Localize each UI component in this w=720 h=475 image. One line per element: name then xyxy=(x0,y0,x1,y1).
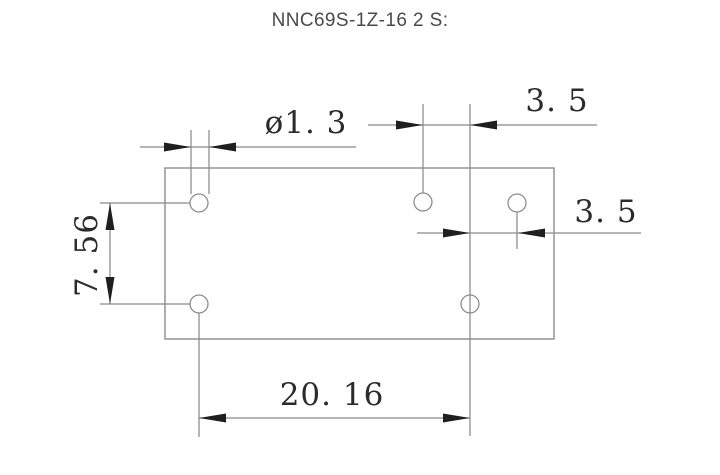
arrowhead-left-icon xyxy=(470,120,497,130)
dim-label-row-spacing: 7. 56 xyxy=(69,213,105,297)
arrowhead-right-icon xyxy=(164,142,191,152)
pin-holes xyxy=(189,192,527,314)
arrowhead-up-icon xyxy=(105,203,115,230)
pin-hole-top-left xyxy=(189,193,209,213)
pin-hole-bottom-left xyxy=(189,294,209,314)
pin-hole-top-right xyxy=(507,193,527,213)
pin-hole-top-middle xyxy=(413,192,433,212)
dim-label-span-bottom: 20. 16 xyxy=(280,377,385,413)
package-outline xyxy=(164,167,555,340)
arrowhead-right-icon xyxy=(443,228,470,238)
arrowhead-left-icon xyxy=(199,413,226,423)
dim-label-pitch-right: 3. 5 xyxy=(574,194,637,230)
arrowhead-right-icon xyxy=(443,413,470,423)
arrowhead-right-icon xyxy=(396,120,423,130)
dim-pitch-top: 3. 5 xyxy=(368,83,597,436)
dim-pitch-right: 3. 5 xyxy=(417,194,641,249)
dim-span-bottom: 20. 16 xyxy=(198,313,470,437)
dim-row-spacing: 7. 56 xyxy=(69,202,190,305)
dim-label-hole-diameter: ø1. 3 xyxy=(265,105,348,141)
drawing-title: NNC69S-1Z-16 2 S: xyxy=(271,10,449,31)
arrowhead-left-icon xyxy=(518,228,545,238)
arrowhead-down-icon xyxy=(105,277,115,304)
dim-label-pitch-top: 3. 5 xyxy=(525,83,588,119)
dim-hole-diameter: ø1. 3 xyxy=(140,105,356,194)
arrowhead-left-icon xyxy=(209,142,236,152)
